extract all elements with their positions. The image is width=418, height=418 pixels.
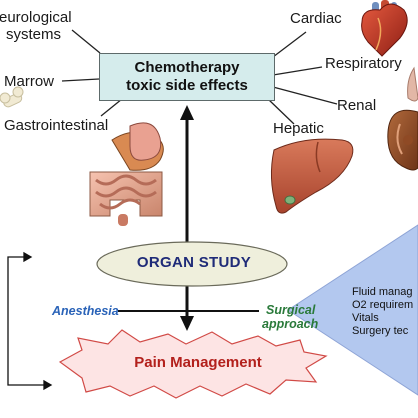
surgical-label-line1: Surgical <box>266 303 316 317</box>
pain-starburst <box>58 329 328 399</box>
kidney-icon <box>387 109 418 171</box>
organ-study-label: ORGAN STUDY <box>136 254 252 271</box>
checklist-item: O2 requirem <box>352 299 414 311</box>
bone-icon <box>0 86 24 108</box>
heart-icon <box>361 0 408 57</box>
neurological-label-line2: systems <box>6 26 62 43</box>
feedback-bracket <box>7 251 53 391</box>
lung-icon <box>407 66 418 102</box>
surgical-label-line2: approach <box>262 317 319 331</box>
liver-icon <box>270 138 354 214</box>
anesthesia-label: Anesthesia <box>52 304 119 318</box>
center-title-line1: Chemotherapy <box>134 59 240 76</box>
checklist-item: Vitals <box>352 312 379 324</box>
pain-management-label: Pain Management <box>134 354 262 371</box>
checklist-item: Fluid manag <box>352 286 413 298</box>
checklist-diamond <box>287 224 418 396</box>
connector-lines <box>61 29 338 125</box>
diamond-checklist: Fluid manag O2 requirem Vitals Surgery t… <box>352 286 413 338</box>
center-title-line2: toxic side effects <box>126 77 248 94</box>
gastrointestinal-label: Gastrointestinal <box>4 117 109 134</box>
marrow-label: Marrow <box>4 73 55 90</box>
organ-study-ellipse <box>96 241 288 287</box>
cardiac-label: Cardiac <box>290 10 342 27</box>
neurological-label: eurological <box>0 9 72 26</box>
respiratory-label: Respiratory <box>325 55 402 72</box>
checklist-item: Surgery tec <box>352 325 409 337</box>
chemotherapy-box: Chemotherapy toxic side effects <box>99 53 275 101</box>
hepatic-label: Hepatic <box>273 120 324 137</box>
digestive-system-icon <box>89 122 164 226</box>
renal-label: Renal <box>337 97 377 114</box>
